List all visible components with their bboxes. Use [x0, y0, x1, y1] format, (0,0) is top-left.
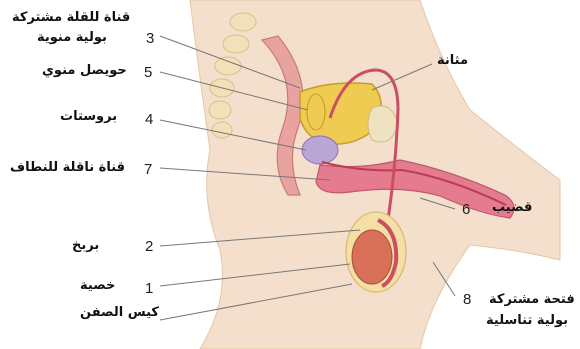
label-seminal-vesicle: حويصل منوي	[42, 63, 127, 79]
number-3: 3	[146, 30, 154, 47]
number-6: 6	[462, 201, 470, 218]
seminal-vesicle	[307, 94, 325, 130]
label-urethral-opening-line2: بولية تناسلية	[486, 313, 568, 329]
number-2: 2	[145, 238, 153, 255]
number-1: 1	[145, 280, 153, 297]
label-prostate: بروستات	[60, 109, 117, 125]
label-bladder: مثانة	[437, 53, 468, 69]
testis	[352, 230, 392, 284]
number-4: 4	[145, 111, 153, 128]
number-8: 8	[463, 291, 471, 308]
label-vas-deferens: قناة ناقلة للنطاف	[10, 160, 125, 176]
label-epididymis: بربخ	[72, 238, 99, 254]
label-ejaculatory-duct-line1: قناة للقلة مشتركة	[12, 10, 130, 26]
number-5: 5	[144, 64, 152, 81]
label-ejaculatory-duct-line2: بولية منوية	[37, 30, 107, 46]
prostate	[302, 136, 338, 164]
label-urethral-opening-line1: فتحة مشتركة	[489, 292, 575, 308]
number-7: 7	[144, 161, 152, 178]
label-scrotum: كيس الصفن	[80, 305, 159, 321]
label-testis: خصية	[80, 278, 115, 294]
label-penis: قضيب	[492, 200, 532, 216]
